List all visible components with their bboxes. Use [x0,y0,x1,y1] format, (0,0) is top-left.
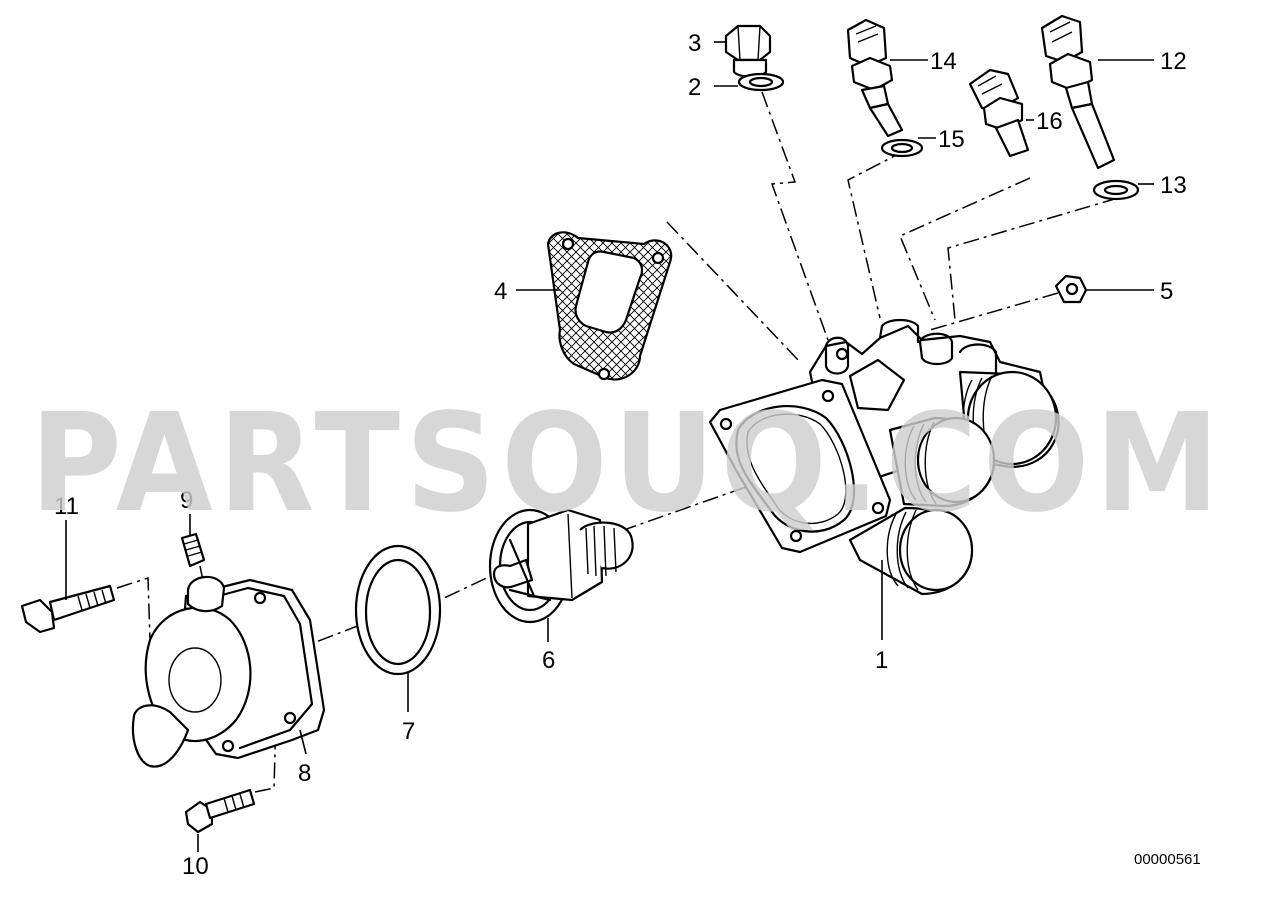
callout-14: 14 [930,48,957,75]
temperature-sensor-12 [1040,14,1116,170]
callout-5: 5 [1160,278,1173,305]
callout-16: 16 [1036,108,1063,135]
bleed-screw [180,532,206,568]
temperature-sensor-14 [846,18,904,138]
callout-8: 8 [298,760,311,787]
thermostat-cover [131,575,326,768]
callout-6: 6 [542,647,555,674]
temperature-sensor-16 [968,68,1030,158]
callout-1: 1 [875,647,888,674]
sealing-ring-15 [880,138,924,158]
drawing-number: 00000561 [1134,851,1201,868]
callout-10: 10 [182,853,209,880]
sealing-ring-13 [1092,179,1140,201]
hex-bolt-short [184,788,256,834]
callout-labels: 3 2 14 15 16 12 13 4 5 1 6 7 8 9 11 10 [54,30,1187,880]
callout-4: 4 [494,278,507,305]
leader-lines [65,41,1154,852]
thermostat [488,508,634,624]
callout-2: 2 [688,74,701,101]
watermark: PARTSOUQ.COM [30,385,1225,543]
callout-12: 12 [1160,48,1187,75]
callout-15: 15 [938,126,965,153]
screw-plug [724,24,772,78]
callout-11: 11 [54,493,79,520]
callout-9: 9 [180,487,193,514]
seal-ring-2 [737,72,785,92]
gasket-ring [354,544,442,676]
gasket [546,231,673,381]
hex-bolt-long [20,584,116,634]
callout-3: 3 [688,30,701,57]
callout-7: 7 [402,718,415,745]
callout-13: 13 [1160,172,1187,199]
thermostat-housing [708,318,1060,596]
hex-nut [1054,274,1088,304]
